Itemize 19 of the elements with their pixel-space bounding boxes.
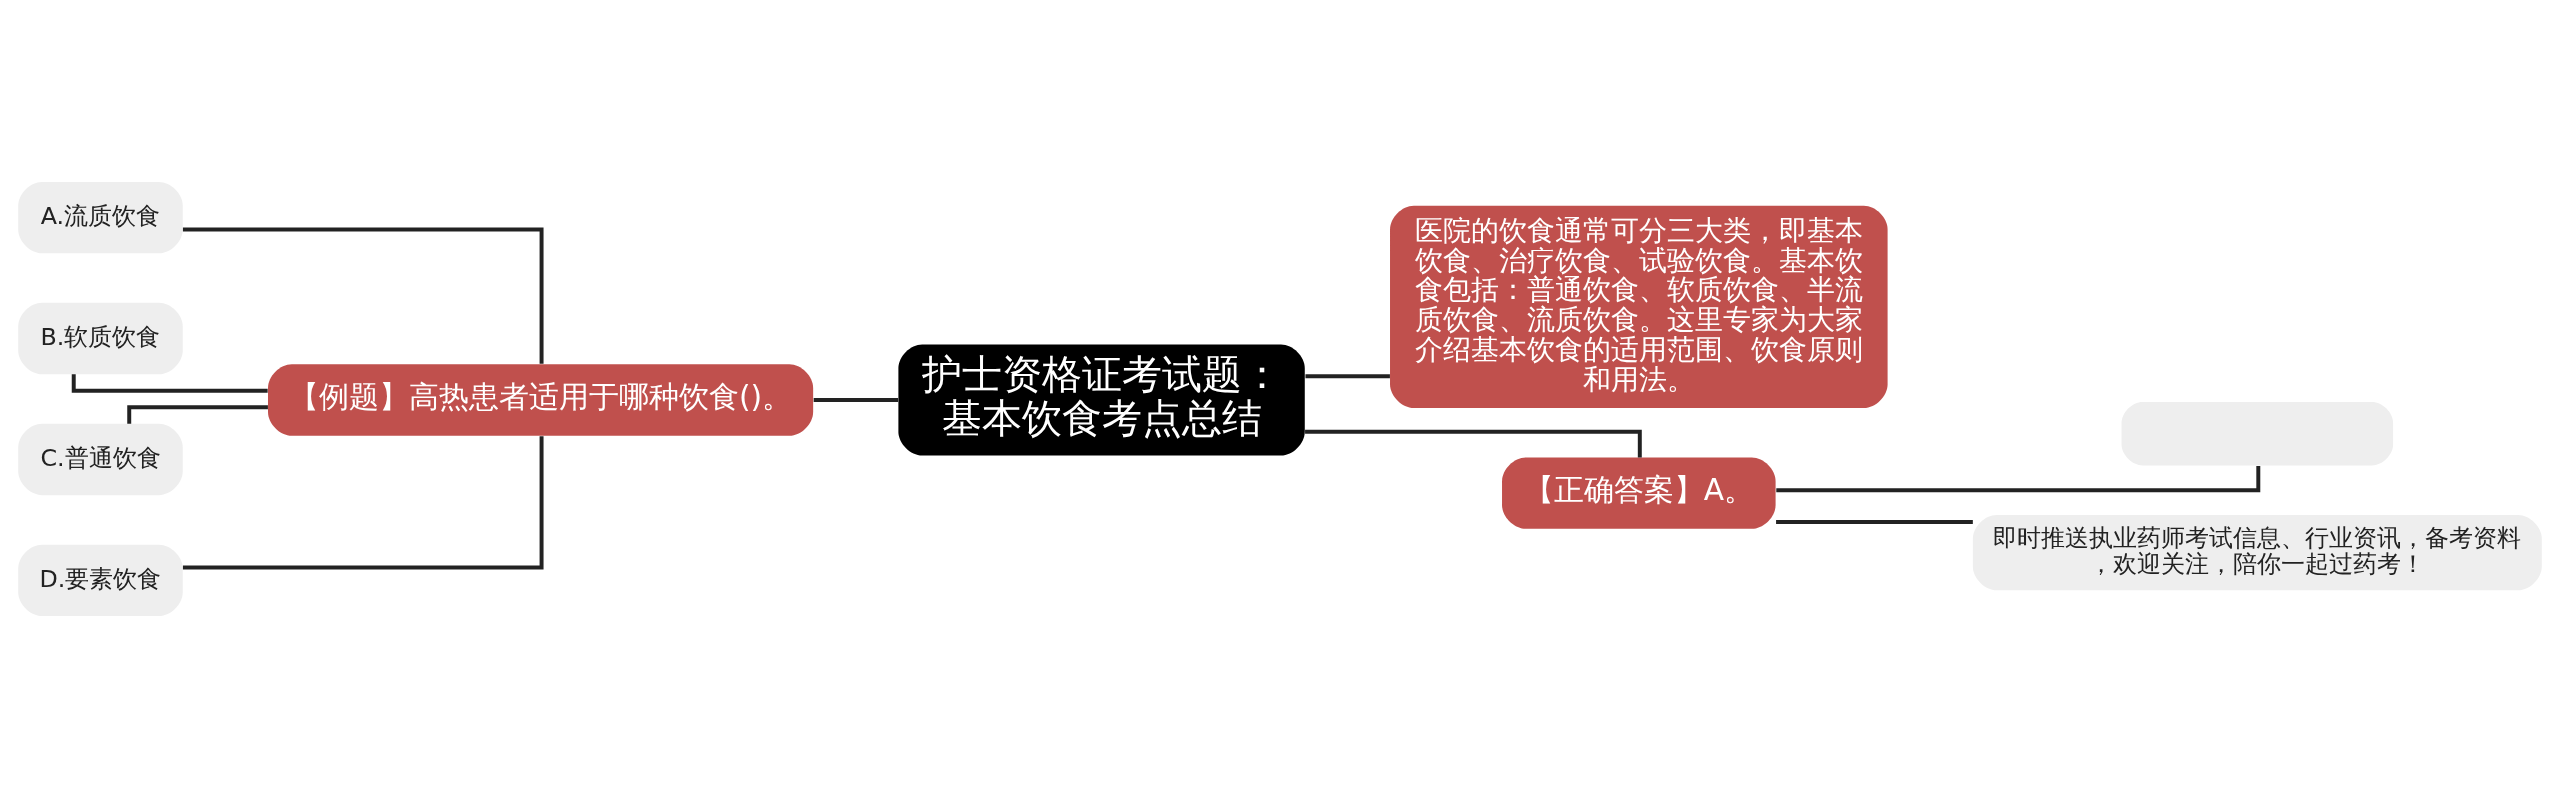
node-box [2121,401,2394,466]
connector [1776,465,2261,493]
node-box: A.流质饮食 [18,181,183,254]
connector [182,436,544,570]
node-box: 即时推送执业药师考试信息、行业资讯，备考资料，欢迎关注，陪你一起过药考！ [1972,514,2542,591]
node-box: C.普通饮食 [18,423,183,496]
node-box: D.要素饮食 [18,544,183,617]
connector [813,398,899,402]
connector [1776,519,1973,524]
node-box: 护士资格证考试题：基本饮食考点总结 [898,344,1305,456]
connector [127,405,268,424]
connector [182,227,544,364]
node-box: 【例题】高热患者适用于哪种饮食()。 [268,364,814,436]
connector [71,374,268,393]
node-box: B.软质饮食 [18,302,183,375]
node-box: 医院的饮食通常可分三大类，即基本饮食、治疗饮食、试验饮食。基本饮食包括：普通饮食、软质饮食、半流质饮食、流质饮食。这里专家为大家介绍基本饮食的适用范围、饮食原则和用法。 [1390,205,1888,408]
connector [1305,429,1642,458]
connector [1305,374,1390,379]
node-box: 【正确答案】A。 [1502,457,1776,529]
